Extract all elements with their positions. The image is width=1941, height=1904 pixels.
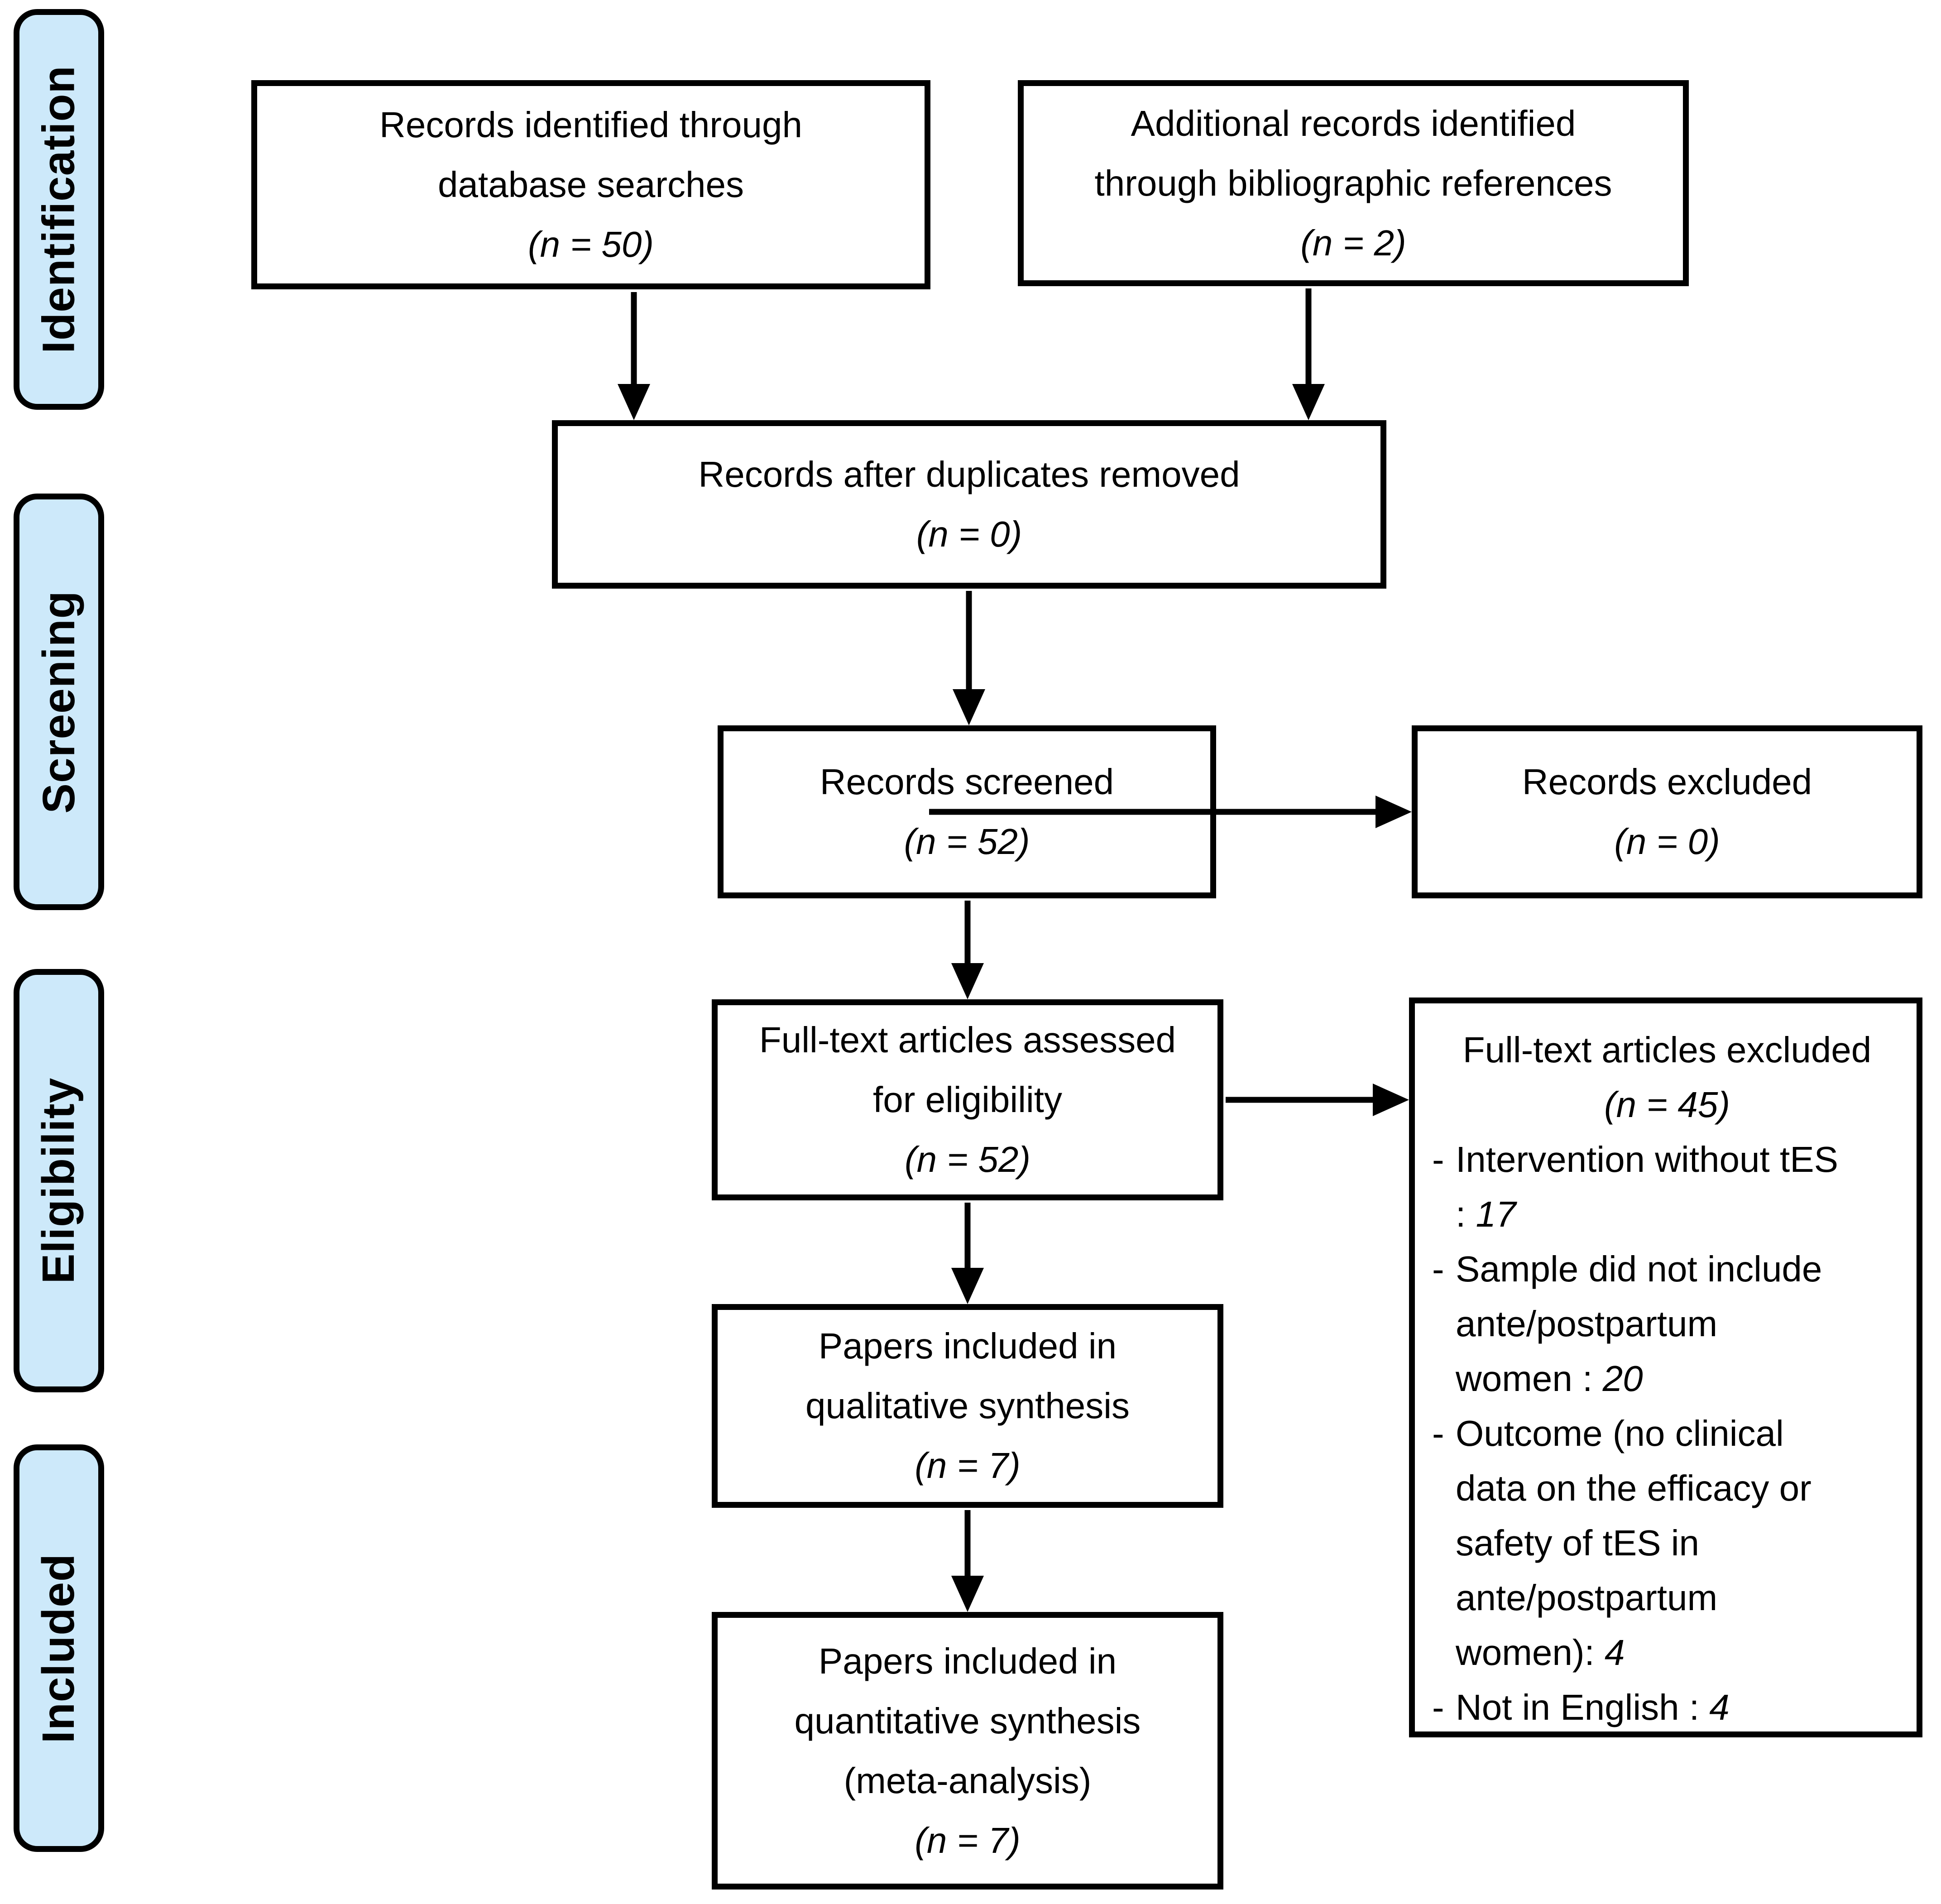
exclusion-reason-count: 4 — [1604, 1632, 1625, 1673]
bullet-dash: - — [1432, 1139, 1444, 1180]
box-n-value: (n = 0) — [1614, 821, 1720, 862]
arrow-duplicates-to-screened — [953, 591, 985, 725]
box-fulltext-assessed: Full-text articles assessed for eligibil… — [712, 999, 1223, 1200]
exclusion-reason-line: safety of tES in — [1456, 1523, 1700, 1563]
exclusion-reason-line: ante/postpartum — [1456, 1578, 1718, 1618]
exclusion-reason: -Not in English : 4 — [1430, 1680, 1904, 1735]
exclusion-reason-count: 4 — [1709, 1687, 1730, 1727]
stage-label-eligibility: Eligibility — [14, 969, 104, 1392]
exclusion-reason-line: Not in English : 4 — [1456, 1687, 1730, 1727]
exclusion-reason-line: Sample did not include — [1456, 1249, 1822, 1289]
stage-label-text: Identification — [33, 65, 84, 354]
bullet-dash: - — [1432, 1249, 1444, 1289]
box-n-value: (n = 7) — [915, 1445, 1021, 1486]
box-n-value: (n = 52) — [904, 821, 1030, 862]
box-records-identified: Records identified through database sear… — [251, 80, 930, 289]
arrow-additional-to-duplicates — [1292, 288, 1325, 420]
box-records-screened: Records screened (n = 52) — [718, 725, 1216, 898]
exclusion-reason-line: Outcome (no clinical — [1456, 1413, 1784, 1453]
arrow-identified-to-duplicates — [618, 292, 650, 420]
box-text-line: database searches — [437, 164, 744, 205]
stage-label-text: Eligibility — [33, 1077, 84, 1284]
box-text-line: (meta-analysis) — [843, 1760, 1092, 1801]
exclusion-reason-line: women : 20 — [1456, 1358, 1643, 1399]
box-text-line: for eligibility — [873, 1079, 1062, 1120]
box-text-line: Papers included in — [818, 1640, 1117, 1681]
box-fulltext-excluded: Full-text articles excluded (n = 45) -In… — [1409, 998, 1922, 1737]
exclusion-reason-line: Intervention without tES — [1456, 1139, 1838, 1180]
box-text-line: through bibliographic references — [1094, 163, 1612, 203]
box-n-value: (n = 50) — [528, 224, 654, 264]
box-duplicates-removed: Records after duplicates removed (n = 0) — [552, 420, 1386, 589]
exclusion-reason-line: women): 4 — [1456, 1632, 1625, 1673]
stage-label-text: Screening — [33, 590, 84, 814]
bullet-dash: - — [1432, 1687, 1444, 1727]
box-text-line: Records screened — [820, 762, 1114, 802]
exclusion-reason-line: ante/postpartum — [1456, 1304, 1718, 1344]
box-text-line: qualitative synthesis — [805, 1386, 1130, 1426]
box-additional-records: Additional records identified through bi… — [1018, 80, 1689, 286]
box-text-line: Papers included in — [818, 1326, 1117, 1366]
box-text-line: Records after duplicates removed — [698, 454, 1240, 494]
arrow-qualitative-to-quantitative — [951, 1510, 984, 1612]
exclusion-reason: -Outcome (no clinical data on the efficac… — [1430, 1406, 1904, 1680]
exclusion-reason: -Sample did not include ante/postpartum wo… — [1430, 1242, 1904, 1406]
exclusion-reason-line: data on the efficacy or — [1456, 1468, 1812, 1508]
box-n-value: (n = 2) — [1300, 222, 1406, 263]
box-text-line: Additional records identified — [1131, 103, 1576, 144]
box-n-value: (n = 52) — [905, 1139, 1030, 1180]
box-text-line: Records excluded — [1522, 762, 1812, 802]
arrow-screened-to-assessed — [951, 901, 984, 999]
exclusion-reason-line: : 17 — [1456, 1194, 1516, 1234]
exclusion-reason-count: 20 — [1602, 1358, 1643, 1399]
stage-label-identification: Identification — [14, 9, 104, 410]
arrow-assessed-to-qualitative — [951, 1203, 984, 1304]
box-n-value: (n = 45) — [1604, 1084, 1730, 1125]
box-title: Full-text articles excluded — [1462, 1030, 1872, 1070]
box-records-excluded: Records excluded (n = 0) — [1412, 725, 1922, 898]
box-n-value: (n = 7) — [915, 1820, 1021, 1861]
box-qualitative-synthesis: Papers included in qualitative synthesis… — [712, 1304, 1223, 1508]
exclusion-reason: -Intervention without tES : 17 — [1430, 1132, 1904, 1242]
box-text-line: Full-text articles assessed — [759, 1020, 1176, 1060]
stage-label-screening: Screening — [14, 494, 104, 910]
stage-label-text: Included — [33, 1553, 84, 1743]
box-text-line: quantitative synthesis — [794, 1700, 1141, 1741]
exclusion-reasons: -Intervention without tES: 17-Sample did… — [1430, 1132, 1904, 1735]
box-text-line: Records identified through — [379, 105, 802, 145]
box-n-value: (n = 0) — [916, 514, 1022, 554]
box-quantitative-synthesis: Papers included in quantitative synthesi… — [712, 1612, 1223, 1890]
arrow-assessed-to-ftexcluded — [1226, 1084, 1409, 1116]
stage-label-included: Included — [14, 1444, 104, 1852]
bullet-dash: - — [1432, 1413, 1444, 1453]
exclusion-reason-count: 17 — [1476, 1194, 1516, 1234]
